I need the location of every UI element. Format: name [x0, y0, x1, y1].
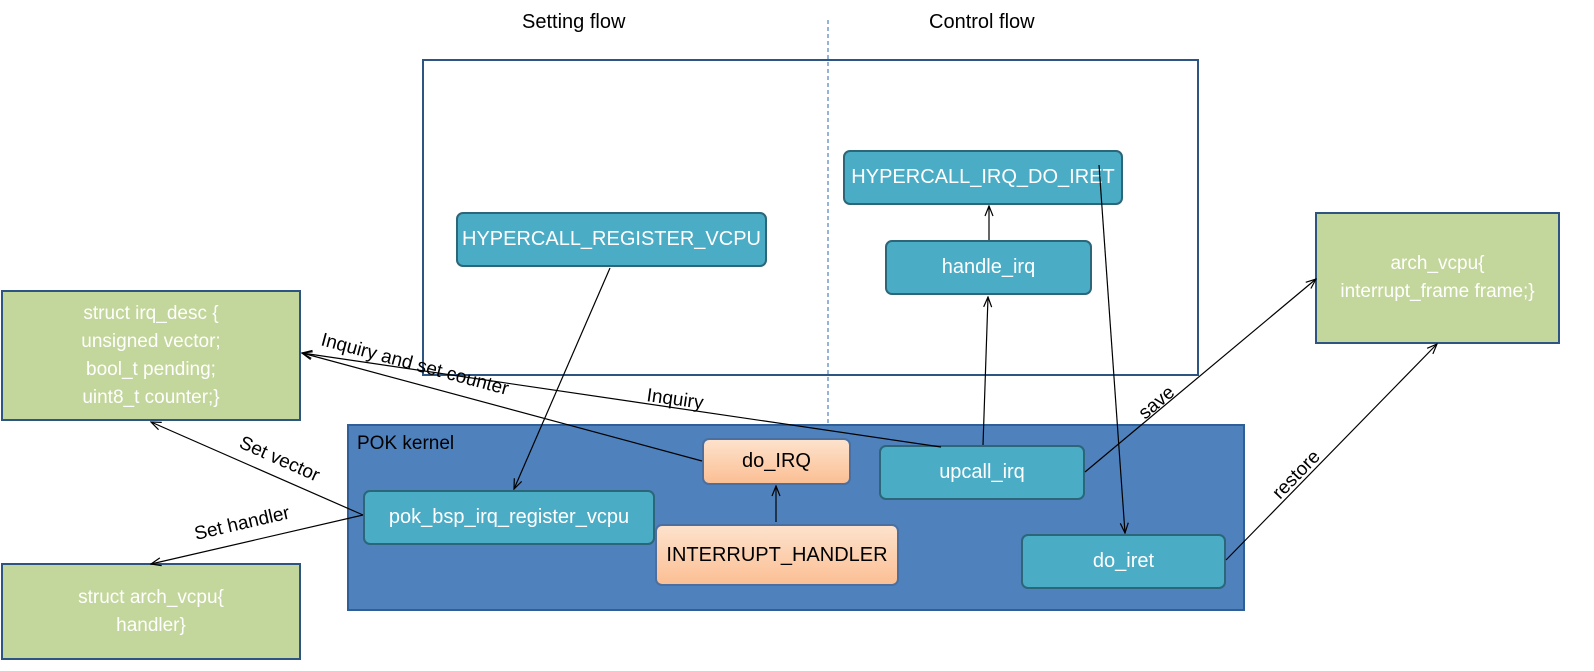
- do-iret-node: do_iret: [1021, 534, 1226, 589]
- arrow-iret-call-to-do-iret: [1098, 164, 1125, 533]
- irq-desc-line: bool_t pending;: [86, 358, 216, 380]
- arch-vcpu-frame-line: interrupt_frame frame;}: [1340, 281, 1535, 302]
- arch-vcpu-handler-line: handler}: [116, 614, 186, 636]
- arch-vcpu-frame-line: arch_vcpu{: [1390, 253, 1485, 274]
- arrow-upcall-to-handle-irq: [982, 297, 988, 446]
- arch-vcpu-handler-struct-box: struct arch_vcpu{ handler}: [1, 563, 301, 660]
- hypercall-register-vcpu-node: HYPERCALL_REGISTER_VCPU: [456, 212, 767, 267]
- handle-irq-node: handle_irq: [885, 240, 1092, 295]
- pok-bsp-irq-register-vcpu-node: pok_bsp_irq_register_vcpu: [363, 490, 655, 545]
- arrow-set-vector: [151, 422, 364, 516]
- inquiry-label: Inquiry: [645, 385, 705, 414]
- arrow-do-irq-inquiry-set-counter: [302, 353, 703, 462]
- arch-vcpu-handler-line: struct arch_vcpu{: [78, 586, 224, 608]
- arrow-upcall-inquiry: [302, 353, 942, 448]
- pok-kernel-label: POK kernel: [357, 433, 455, 454]
- arrow-register-to-bsp: [514, 267, 611, 489]
- restore-label: restore: [1268, 446, 1324, 503]
- arrow-save: [1084, 279, 1316, 473]
- arrow-restore: [1225, 344, 1437, 561]
- irq-desc-struct-box: struct irq_desc { unsigned vector; bool_…: [1, 290, 301, 421]
- irq-desc-line: struct irq_desc {: [83, 302, 219, 324]
- setting-flow-heading: Setting flow: [522, 11, 626, 33]
- upcall-irq-node: upcall_irq: [879, 445, 1085, 500]
- hypercall-irq-do-iret-node: HYPERCALL_IRQ_DO_IRET: [843, 150, 1123, 205]
- irq-desc-line: unsigned vector;: [81, 330, 221, 352]
- hypervisor-frame: [422, 59, 1199, 376]
- save-label: save: [1135, 382, 1179, 424]
- irq-desc-line: uint8_t counter;}: [82, 386, 220, 408]
- control-flow-heading: Control flow: [929, 11, 1035, 33]
- do-irq-node: do_IRQ: [702, 438, 851, 485]
- set-handler-label: Set handler: [192, 502, 292, 544]
- arrow-set-handler: [151, 514, 364, 564]
- interrupt-handler-node: INTERRUPT_HANDLER: [655, 524, 899, 586]
- arch-vcpu-frame-struct-box: arch_vcpu{ interrupt_frame frame;}: [1315, 212, 1560, 344]
